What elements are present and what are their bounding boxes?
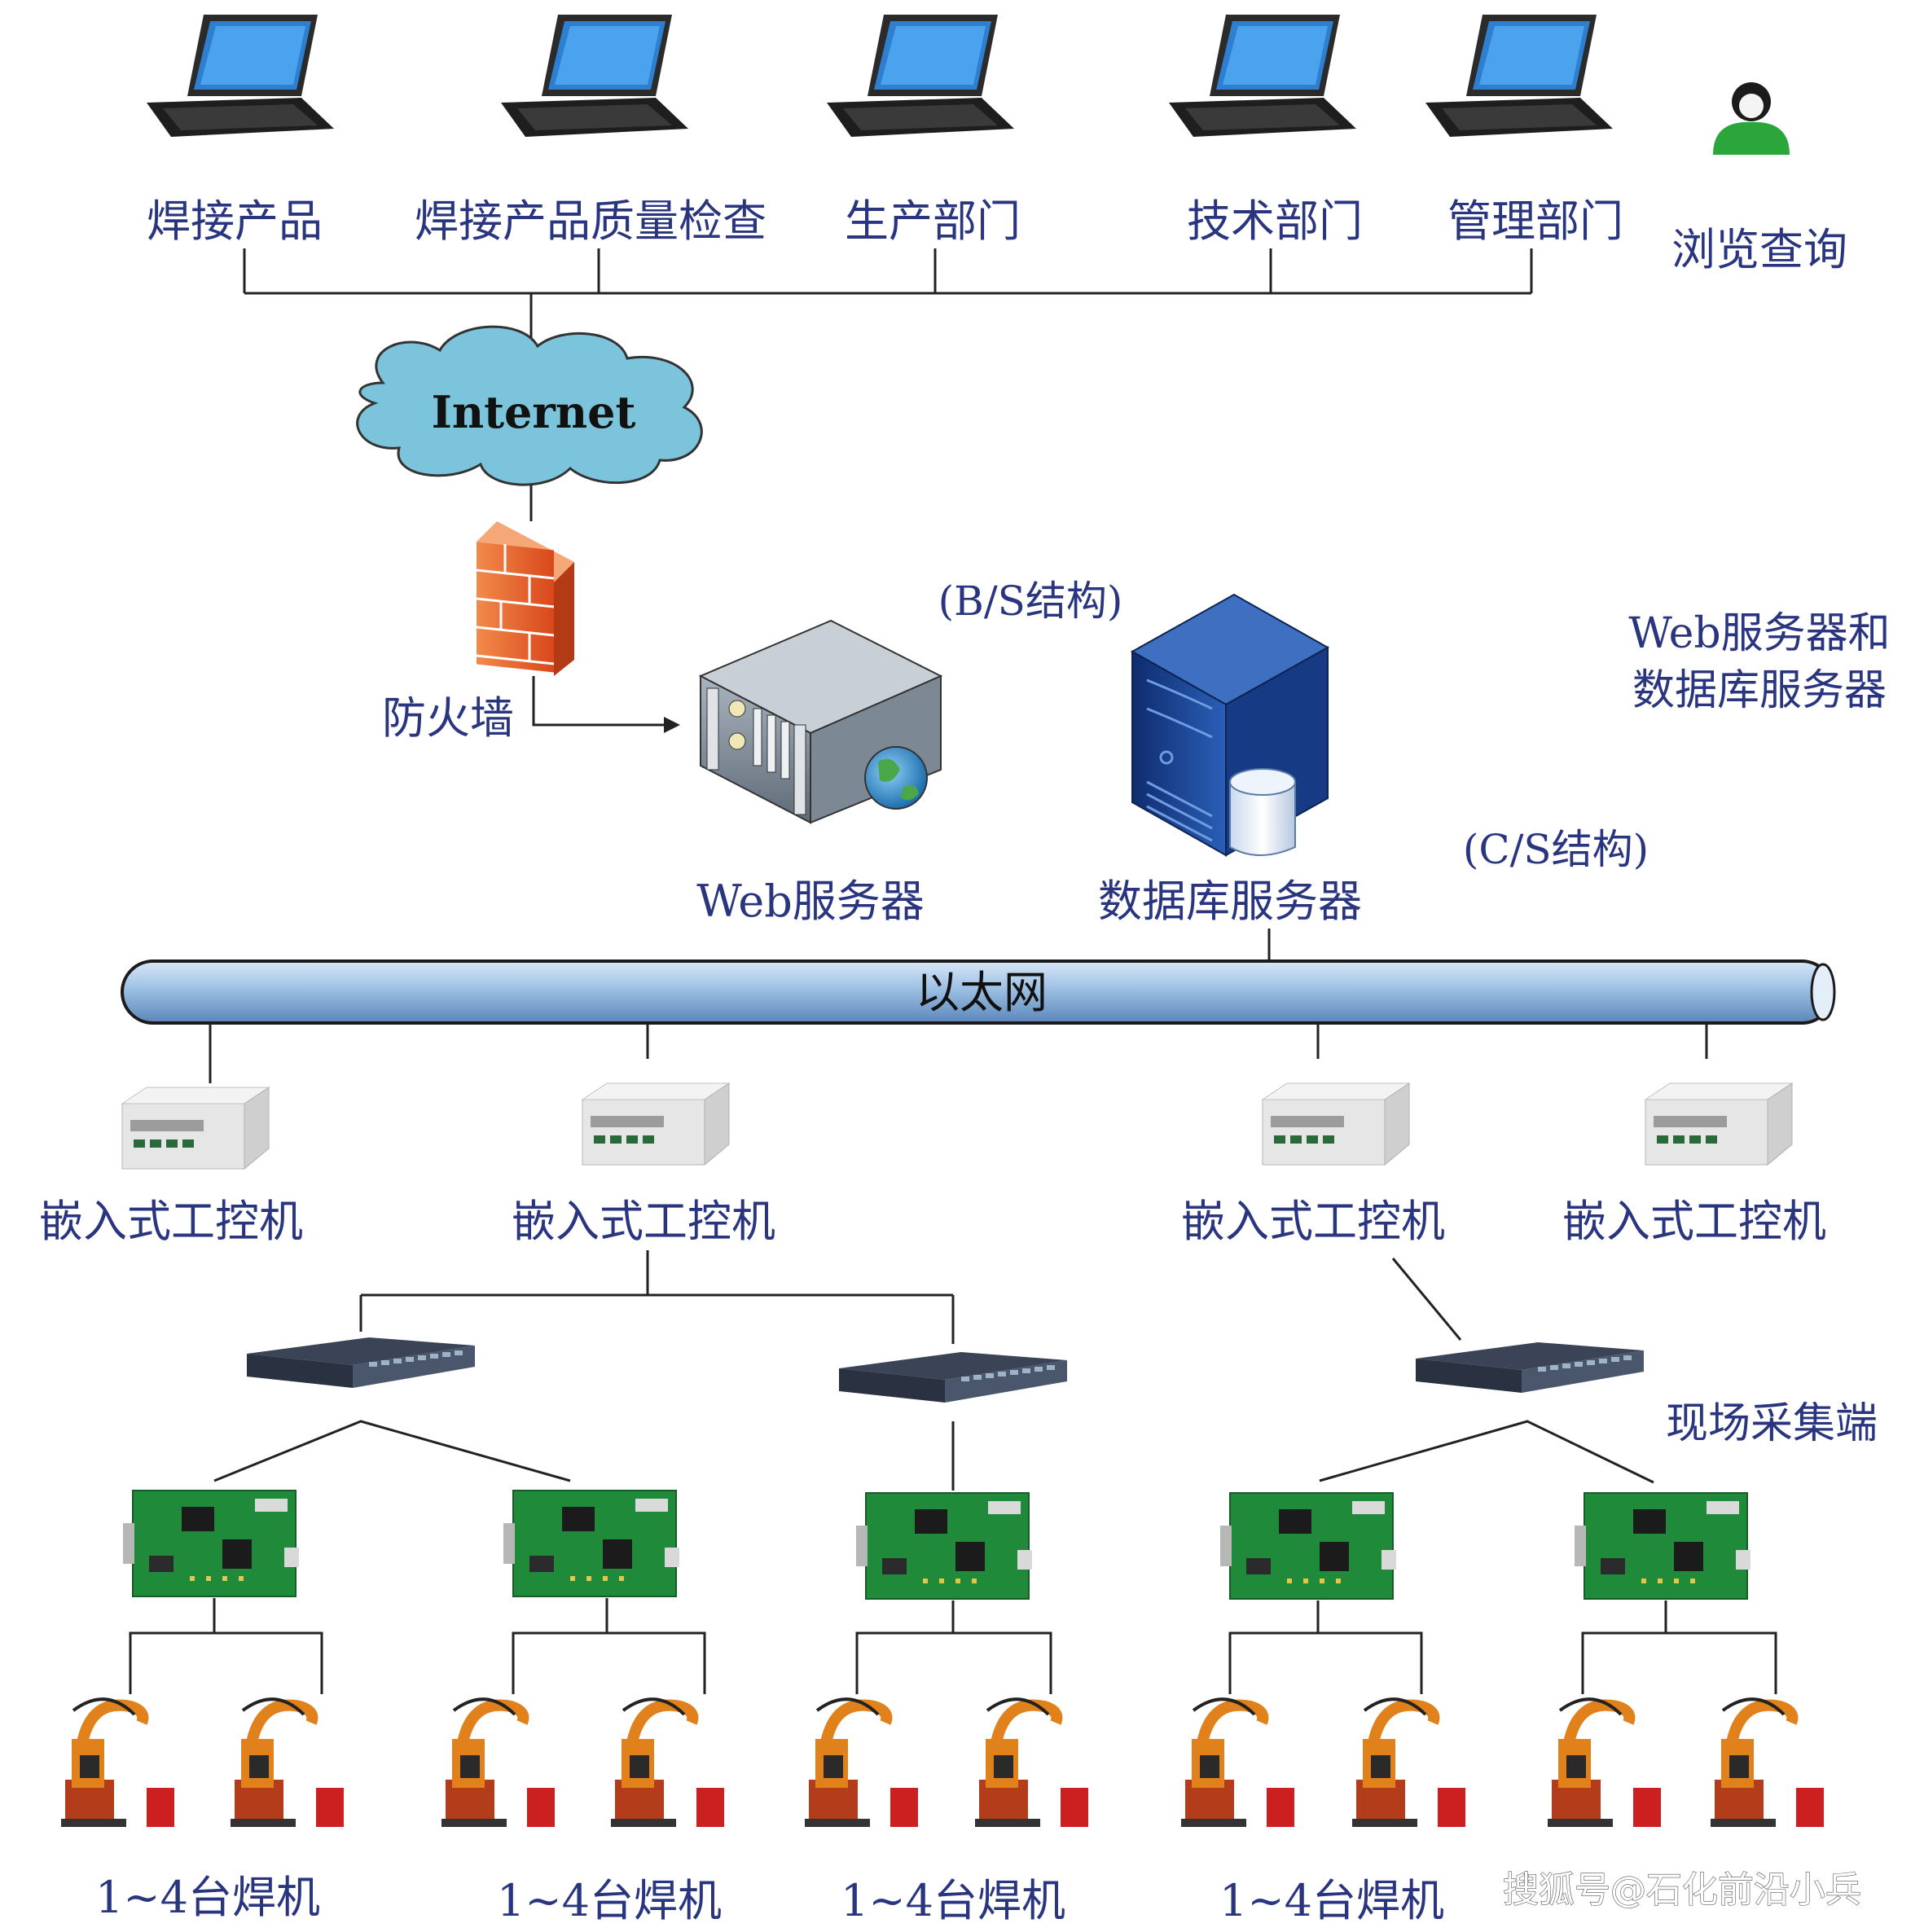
- welding-robot-icons: [61, 1699, 1824, 1827]
- welding-robot-icon: [1181, 1699, 1294, 1827]
- laptop-icon: [1169, 15, 1356, 137]
- welding-robot-icon: [1711, 1699, 1824, 1827]
- servers-note-line1: Web服务器和: [1628, 609, 1890, 658]
- bs-structure-label: (B/S结构): [938, 577, 1123, 625]
- database-server-icon: [1130, 593, 1330, 857]
- welder-group-label: 1~4台焊机: [1219, 1875, 1444, 1926]
- welding-robot-icon: [611, 1699, 724, 1827]
- welder-group-label: 1~4台焊机: [497, 1875, 722, 1926]
- terminal-label-quality-check: 焊接产品质量检查: [415, 195, 767, 247]
- acquisition-board-icon: [122, 1490, 300, 1597]
- network-switch-icon: [839, 1352, 1067, 1403]
- ipc-label: 嵌入式工控机: [1562, 1196, 1826, 1247]
- network-switch-icon: [1416, 1342, 1644, 1393]
- industrial-pc-icon: [121, 1087, 270, 1170]
- watermark-text: 搜狐号@石化前沿小兵: [1503, 1869, 1861, 1911]
- network-switch-icons: [247, 1337, 1644, 1403]
- ethernet-pipe: 以太网: [121, 959, 1836, 1025]
- internet-cloud: Internet: [356, 325, 703, 486]
- internet-label: Internet: [432, 386, 636, 438]
- terminal-label-management-dept: 管理部门: [1447, 195, 1623, 247]
- industrial-pc-icons: [121, 1082, 1793, 1170]
- welder-group-label: 1~4台焊机: [95, 1872, 320, 1923]
- network-switch-icon: [247, 1337, 475, 1388]
- ipc-labels: 嵌入式工控机 嵌入式工控机 嵌入式工控机 嵌入式工控机: [39, 1196, 1826, 1247]
- welding-robot-icon: [61, 1699, 174, 1827]
- laptop-icons: [147, 15, 1613, 137]
- welding-robot-icon: [975, 1699, 1088, 1827]
- industrial-pc-icon: [1262, 1082, 1410, 1166]
- board-to-welder-lines: [129, 1598, 1777, 1694]
- database-server-label: 数据库服务器: [1098, 876, 1362, 927]
- acquisition-board-icon: [503, 1490, 680, 1597]
- ipc-label: 嵌入式工控机: [1181, 1196, 1445, 1247]
- ipc-to-switch-lines: [359, 1250, 1462, 1344]
- welder-group-label: 1~4台焊机: [841, 1875, 1065, 1926]
- firewall-label: 防火墙: [382, 692, 514, 744]
- welding-robot-icon: [1352, 1699, 1465, 1827]
- acquisition-board-icons: [122, 1490, 1751, 1600]
- welding-robot-icon: [805, 1699, 918, 1827]
- laptop-icon: [1425, 15, 1613, 137]
- acquisition-end-label: 现场采集端: [1666, 1399, 1878, 1448]
- terminal-label-welding-product: 焊接产品: [147, 195, 323, 247]
- industrial-pc-icon: [1645, 1082, 1793, 1166]
- firewall-icon: [476, 521, 574, 676]
- user-icon: [1713, 82, 1790, 155]
- ethernet-label: 以太网: [916, 967, 1048, 1018]
- switch-to-board-lines: [213, 1420, 1654, 1491]
- laptop-icon: [501, 15, 688, 137]
- web-server-icon: [698, 619, 943, 824]
- cs-structure-label: (C/S结构): [1463, 826, 1649, 873]
- acquisition-board-icon: [1574, 1492, 1751, 1600]
- globe-icon: [864, 746, 928, 810]
- acquisition-board-icon: [1219, 1492, 1397, 1600]
- servers-note-line2: 数据库服务器: [1632, 666, 1887, 715]
- laptop-icon: [827, 15, 1014, 137]
- welder-group-labels: 1~4台焊机 1~4台焊机 1~4台焊机 1~4台焊机: [95, 1872, 1444, 1926]
- terminal-labels: 焊接产品 焊接产品质量检查 生产部门 技术部门 管理部门 浏览查询: [147, 195, 1847, 275]
- terminal-label-technical-dept: 技术部门: [1187, 195, 1363, 247]
- acquisition-board-icon: [855, 1492, 1033, 1600]
- laptop-icon: [147, 15, 334, 137]
- ethernet-drop-lines: [209, 1023, 1708, 1083]
- welding-robot-icon: [1548, 1699, 1661, 1827]
- industrial-pc-icon: [582, 1082, 730, 1166]
- ipc-label: 嵌入式工控机: [39, 1196, 303, 1247]
- firewall-to-webserver-arrow: [532, 676, 680, 733]
- welding-robot-icon: [231, 1699, 344, 1827]
- terminal-label-production-dept: 生产部门: [845, 195, 1021, 247]
- web-server-label: Web服务器: [696, 876, 925, 927]
- user-label-browse-query: 浏览查询: [1671, 224, 1847, 275]
- welding-robot-icon: [441, 1699, 555, 1827]
- ipc-label: 嵌入式工控机: [512, 1196, 775, 1247]
